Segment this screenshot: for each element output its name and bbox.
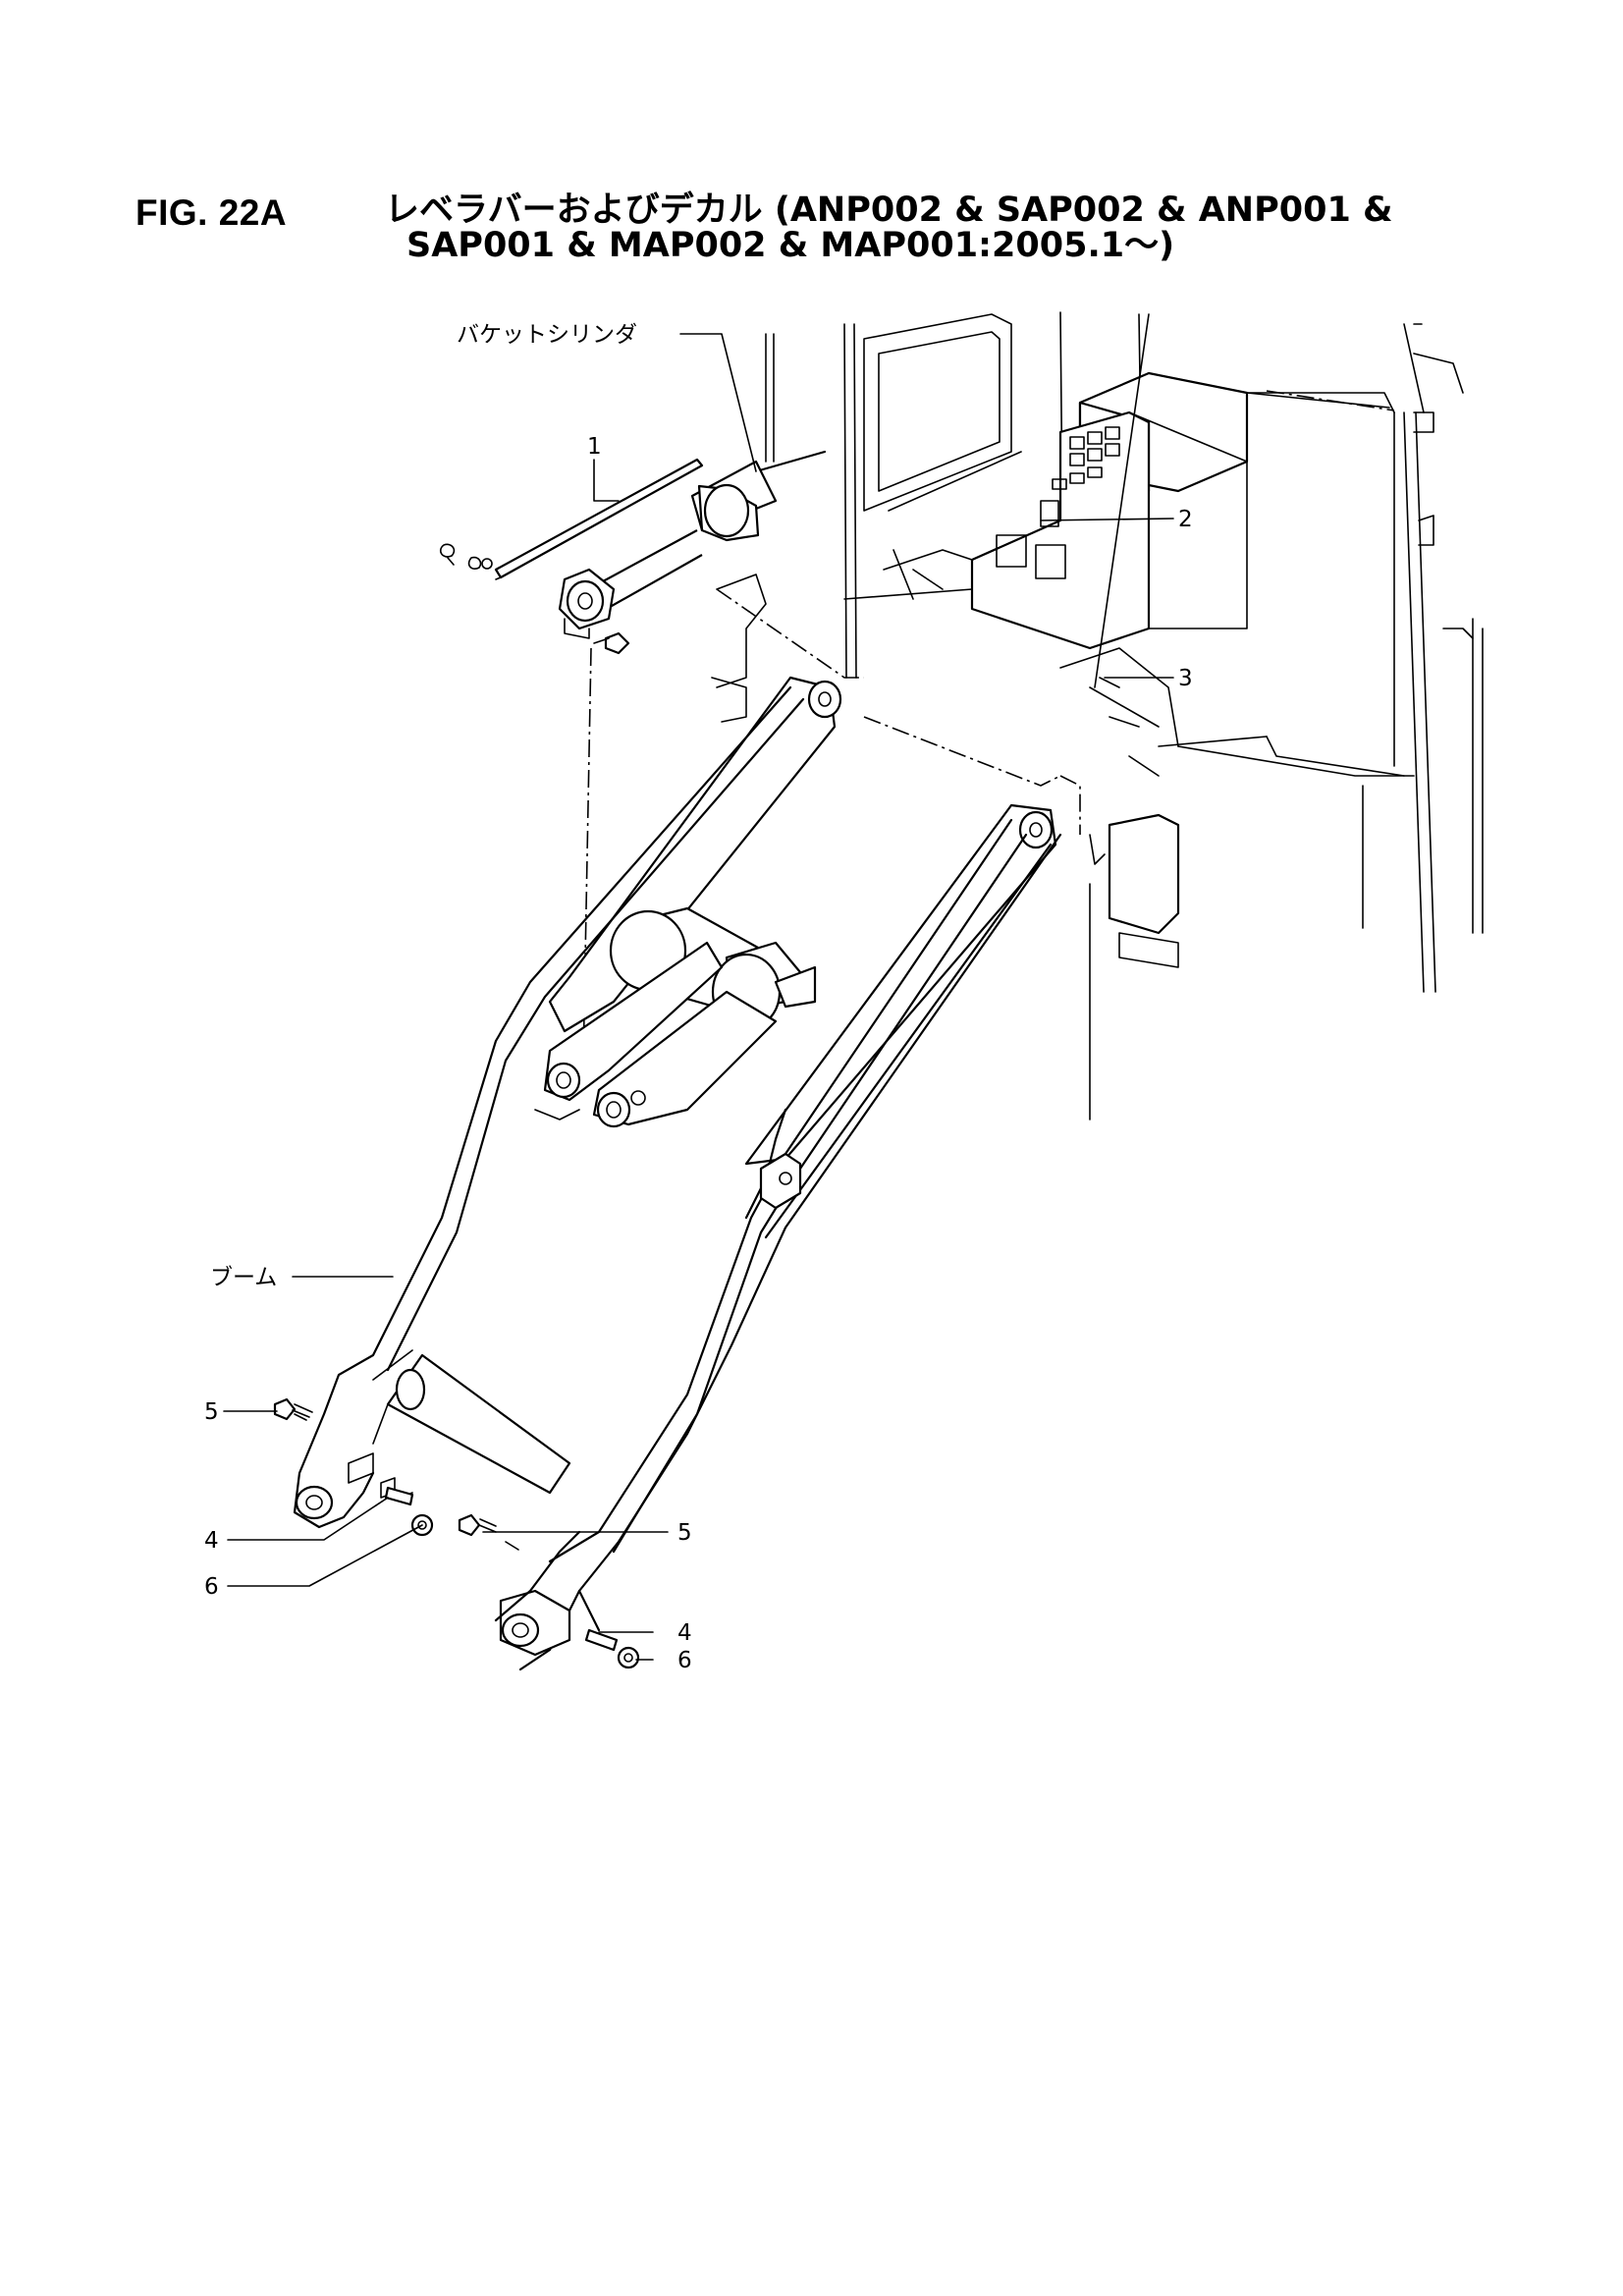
- lower-fasteners: [273, 1397, 640, 1669]
- callout-6-right: 6: [677, 1648, 692, 1673]
- label-bucket-cylinder: バケットシリンダ: [457, 322, 637, 348]
- label-boom: ブーム: [210, 1265, 277, 1290]
- callout-2: 2: [1178, 507, 1193, 532]
- small-fasteners: [440, 543, 493, 570]
- callout-4-right: 4: [677, 1620, 692, 1646]
- bucket-cylinder: [558, 450, 827, 655]
- figure-title: レベラバーおよびデカル (ANP002 & SAP002 & ANP001 & …: [385, 192, 1393, 263]
- figure-title-line1: レベラバーおよびデカル (ANP002 & SAP002 & ANP001 &: [385, 191, 1393, 230]
- callout-1: 1: [587, 434, 602, 460]
- boom-assembly: [293, 676, 1062, 1671]
- callout-5-right: 5: [677, 1520, 692, 1546]
- callout-3: 3: [1178, 666, 1193, 691]
- cab-structure: [711, 311, 1484, 1121]
- callout-5-left: 5: [204, 1399, 219, 1425]
- callout-4-left: 4: [204, 1528, 219, 1554]
- callout-6-left: 6: [204, 1574, 219, 1600]
- figure-number: FIG. 22A: [135, 192, 288, 233]
- leader-lines: [223, 313, 1174, 1661]
- figure-title-line2: SAP001 & MAP002 & MAP001:2005.1〜): [406, 226, 1175, 265]
- leveler-bar: [494, 458, 704, 580]
